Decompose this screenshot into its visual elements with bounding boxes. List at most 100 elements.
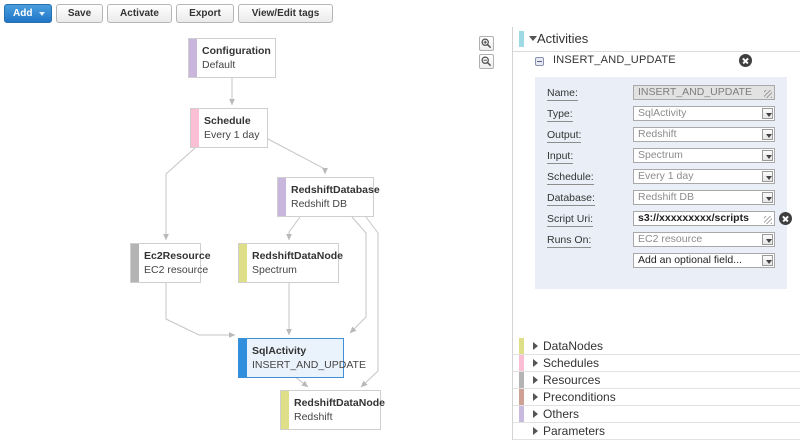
chevron-down-icon (39, 11, 45, 16)
field-script-uri[interactable]: s3://xxxxxxxxx/scripts (633, 211, 775, 226)
field-output[interactable]: Redshift (633, 127, 775, 142)
chevron-down-icon[interactable] (762, 171, 773, 182)
field-database[interactable]: Redshift DB (633, 190, 775, 205)
chevron-down-icon[interactable] (762, 108, 773, 119)
accordion-parameters[interactable]: Parameters (513, 423, 800, 440)
field-runs-on-label: Runs On: (547, 234, 592, 248)
node-subtitle: Spectrum (252, 264, 297, 276)
chevron-right-icon[interactable] (533, 427, 538, 435)
field-schedule-value: Every 1 day (638, 170, 694, 182)
node-subtitle: EC2 resource (144, 264, 209, 276)
section-type-bar (519, 338, 524, 354)
chevron-down-icon[interactable] (762, 192, 773, 203)
add-optional-field-select[interactable]: Add an optional field... (633, 253, 775, 268)
section-type-bar (519, 372, 524, 388)
resize-grip-icon[interactable] (764, 90, 772, 98)
node-subtitle: Every 1 day (204, 129, 260, 141)
accordion-preconditions-label: Preconditions (543, 390, 616, 404)
accordion-schedules[interactable]: Schedules (513, 355, 800, 372)
field-input[interactable]: Spectrum (633, 148, 775, 163)
node-type-bar (239, 339, 247, 377)
view-edit-tags-button-label: View/Edit tags (251, 8, 320, 19)
chevron-right-icon[interactable] (533, 342, 538, 350)
chevron-right-icon[interactable] (533, 393, 538, 401)
field-name[interactable]: INSERT_AND_UPDATE (633, 85, 775, 100)
save-button[interactable]: Save (56, 4, 103, 23)
panel-header[interactable]: Activities (513, 27, 800, 52)
chevron-down-icon[interactable] (762, 129, 773, 140)
chevron-right-icon[interactable] (533, 410, 538, 418)
add-optional-field-value: Add an optional field... (638, 254, 742, 266)
activities-accent-bar (519, 31, 524, 47)
object-name: INSERT_AND_UPDATE (553, 54, 676, 66)
save-button-label: Save (67, 8, 92, 19)
section-type-bar (519, 355, 524, 371)
view-edit-tags-button[interactable]: View/Edit tags (238, 4, 333, 23)
chevron-down-icon[interactable] (762, 150, 773, 161)
node-title: SqlActivity (252, 345, 307, 357)
export-button[interactable]: Export (176, 4, 234, 23)
accordion-preconditions[interactable]: Preconditions (513, 389, 800, 406)
node-type-bar (131, 244, 139, 282)
node-subtitle: Redshift (294, 411, 333, 423)
connector-lines (163, 78, 379, 388)
chevron-down-icon[interactable] (529, 36, 537, 41)
chevron-down-icon[interactable] (762, 234, 773, 245)
accordion-datanodes[interactable]: DataNodes (513, 338, 800, 355)
node-type-bar (189, 39, 197, 77)
accordion-parameters-label: Parameters (543, 424, 606, 438)
accordion-others[interactable]: Others (513, 406, 800, 423)
accordion-others-label: Others (543, 407, 580, 421)
field-type-value: SqlActivity (638, 107, 687, 119)
field-output-label: Output: (547, 129, 582, 143)
field-schedule-row: Schedule: Every 1 day (535, 169, 787, 186)
export-button-label: Export (189, 8, 221, 19)
field-type-row: Type:SqlActivity (535, 106, 787, 123)
add-button[interactable]: Add (4, 4, 52, 23)
accordion-datanodes-label: DataNodes (543, 339, 604, 353)
chevron-right-icon[interactable] (533, 376, 538, 384)
node-type-bar (239, 244, 247, 282)
chevron-down-icon[interactable] (762, 255, 773, 266)
field-input-label: Input: (547, 150, 574, 164)
field-database-row: Database:Redshift DB (535, 190, 787, 207)
field-script-uri-value: s3://xxxxxxxxx/scripts (638, 212, 749, 224)
node-title: Schedule (204, 115, 251, 127)
zoom-out-button[interactable] (479, 54, 494, 69)
node-title: RedshiftDataNode (294, 397, 386, 409)
node-title: RedshiftDatabase (291, 184, 380, 196)
accordion-resources[interactable]: Resources (513, 372, 800, 389)
panel-title: Activities (537, 31, 589, 46)
accordion-resources-label: Resources (543, 373, 601, 387)
section-type-bar (519, 389, 524, 405)
delete-object-button[interactable] (739, 54, 752, 67)
field-script-uri-row: Script Uri:s3://xxxxxxxxx/scripts (535, 211, 792, 228)
field-output-value: Redshift (638, 128, 677, 140)
node-type-bar (191, 109, 199, 147)
zoom-in-button[interactable] (479, 36, 494, 51)
field-schedule-label: Schedule: (547, 171, 594, 185)
remove-field-button[interactable] (779, 212, 792, 225)
chevron-right-icon[interactable] (533, 359, 538, 367)
add-optional-field-row: Add an optional field... (535, 253, 787, 270)
field-type[interactable]: SqlActivity (633, 106, 775, 121)
section-type-bar (519, 423, 524, 439)
field-runs-on[interactable]: EC2 resource (633, 232, 775, 247)
resize-grip-icon[interactable] (764, 216, 772, 224)
node-title: Configuration (202, 45, 271, 57)
activate-button[interactable]: Activate (107, 4, 172, 23)
collapse-minus-icon[interactable] (535, 57, 544, 66)
field-schedule[interactable]: Every 1 day (633, 169, 775, 184)
node-subtitle: INSERT_AND_UPDATE (252, 359, 366, 371)
node-subtitle: Default (202, 59, 236, 71)
field-runs-on-value: EC2 resource (638, 233, 703, 245)
